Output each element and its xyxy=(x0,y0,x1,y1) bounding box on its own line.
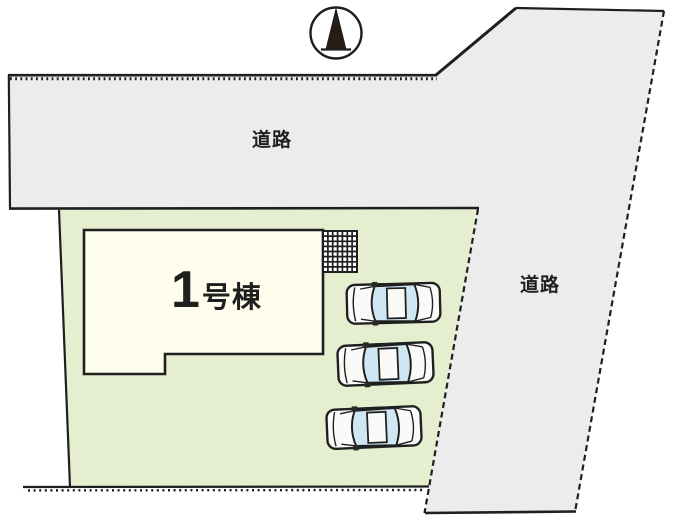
building-suffix: 号棟 xyxy=(201,282,262,314)
road-area xyxy=(8,7,664,514)
car-3 xyxy=(324,402,424,453)
road-bottom-edge xyxy=(424,510,577,515)
road-label-right: 道路 xyxy=(520,275,561,296)
road-band-bottom-edge xyxy=(8,206,480,210)
plot-left-boundary xyxy=(57,209,72,488)
road-right-dashed-edge xyxy=(573,10,666,513)
grating-grid xyxy=(322,230,358,273)
boundary-lines xyxy=(7,6,666,515)
building-label: 1 号棟 xyxy=(171,264,262,316)
car-1 xyxy=(345,279,442,328)
car-2 xyxy=(335,338,436,390)
plot-right-dashed-boundary xyxy=(423,208,480,514)
building-number: 1 xyxy=(171,261,200,319)
road-topright-edge xyxy=(515,6,665,13)
road-left-edge xyxy=(7,74,12,209)
road-diagonal-edge xyxy=(435,6,517,77)
north-arrow-icon xyxy=(309,6,363,60)
road-label-top: 道路 xyxy=(252,130,293,151)
plot-bottom-boundary xyxy=(22,485,430,489)
